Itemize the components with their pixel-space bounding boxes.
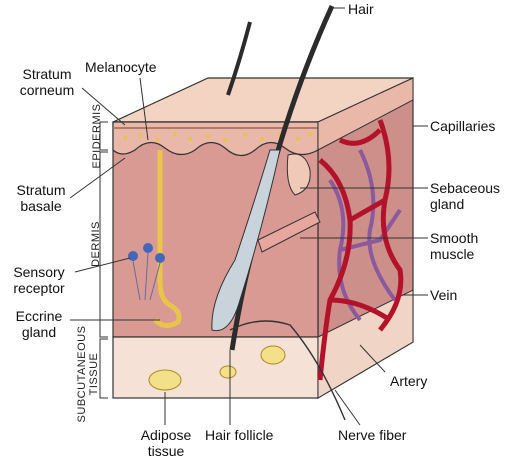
label-adipose-tissue-line1: Adipose [140, 427, 192, 443]
label-eccrine-gland-line1: Eccrine [15, 308, 63, 324]
smooth-muscle-shape [257, 211, 321, 253]
label-smooth-muscle-line1: Smooth [430, 230, 479, 246]
label-sebaceous-gland: Sebaceous gland [430, 180, 500, 212]
layer-label-dermis: DERMIS [90, 221, 102, 267]
label-sensory-receptor: Sensory receptor [4, 264, 74, 296]
label-stratum-corneum: Stratum corneum [12, 66, 82, 98]
label-smooth-muscle: Smooth muscle [430, 230, 478, 262]
label-sensory-receptor-line2: receptor [13, 280, 65, 296]
label-stratum-basale-line1: Stratum [16, 182, 66, 198]
label-stratum-basale-line2: basale [20, 198, 62, 214]
label-adipose-tissue: Adipose tissue [130, 427, 202, 459]
label-vein: Vein [430, 287, 458, 303]
label-eccrine-gland-line2: gland [21, 324, 57, 340]
epidermis-granules [123, 132, 312, 142]
label-eccrine-gland: Eccrine gland [8, 308, 70, 340]
sensory-receptor-shape [128, 243, 165, 301]
label-hair: Hair [348, 1, 374, 17]
layer-brackets [99, 121, 108, 399]
label-stratum-basale: Stratum basale [10, 182, 72, 214]
label-stratum-corneum-line1: Stratum [22, 66, 72, 82]
sebaceous-gland-shape [286, 153, 311, 196]
layer-label-subcutaneous: SUBCUTANEOUS TISSUE [76, 324, 100, 424]
adipose-shapes [148, 345, 286, 391]
label-sebaceous-gland-line1: Sebaceous [430, 180, 501, 196]
right-face-epidermis [317, 77, 414, 151]
hair-follicle-shape [211, 149, 281, 332]
label-capillaries: Capillaries [430, 118, 496, 134]
subcutaneous-layer [112, 336, 319, 399]
label-adipose-tissue-line2: tissue [147, 443, 185, 459]
eccrine-gland-shape [153, 150, 182, 328]
label-artery: Artery [390, 373, 428, 389]
layer-label-subcutaneous-line2: TISSUE [88, 352, 100, 396]
label-smooth-muscle-line2: muscle [430, 246, 475, 262]
layer-label-epidermis: EPIDERMIS [91, 103, 103, 169]
label-sensory-receptor-line1: Sensory [13, 264, 65, 280]
leader-lines [69, 7, 428, 426]
label-melanocyte: Melanocyte [85, 59, 157, 75]
epidermis-layer [112, 121, 319, 157]
hair-2 [226, 21, 252, 96]
nerve-fiber-shape [229, 320, 346, 421]
label-nerve-fiber: Nerve fiber [338, 427, 407, 443]
artery-network [317, 119, 404, 381]
layer-label-subcutaneous-line1: SUBCUTANEOUS [76, 325, 88, 423]
label-stratum-corneum-line2: corneum [19, 82, 75, 98]
label-hair-follicle: Hair follicle [205, 427, 274, 443]
label-sebaceous-gland-line2: gland [430, 196, 465, 212]
